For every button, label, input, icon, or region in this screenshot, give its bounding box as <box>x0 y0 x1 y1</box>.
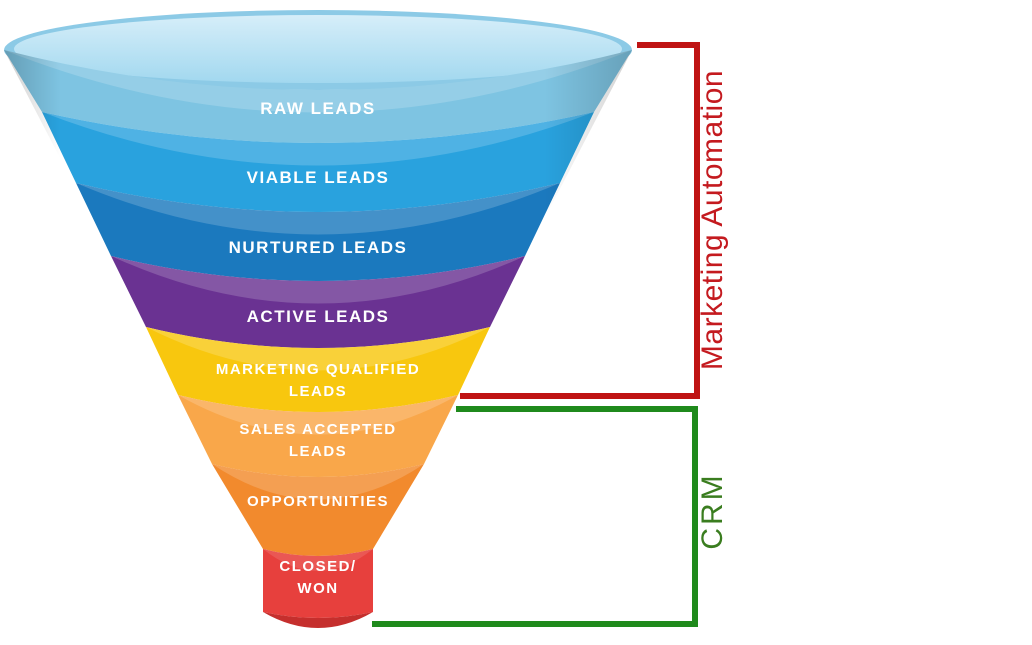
funnel-label-closed-won-line1: CLOSED/ <box>279 558 356 575</box>
funnel-label-viable-leads: VIABLE LEADS <box>247 168 390 187</box>
funnel-label-closed-won-line2: WON <box>297 580 338 597</box>
funnel-label-nurtured-leads: NURTURED LEADS <box>229 238 408 257</box>
crm-bracket <box>372 406 698 627</box>
marketing-automation-label: Marketing Automation <box>696 70 729 370</box>
funnel-label-opportunities: OPPORTUNITIES <box>247 493 389 510</box>
funnel-label-sales-accepted-leads-line1: SALES ACCEPTED <box>239 421 396 438</box>
crm-label: CRM <box>696 472 729 549</box>
funnel-label-raw-leads: RAW LEADS <box>260 99 376 118</box>
marketing-automation-bracket <box>460 42 700 399</box>
funnel-label-sales-accepted-leads-line2: LEADS <box>289 443 347 460</box>
funnel-label-marketing-qualified-leads-line1: MARKETING QUALIFIED <box>216 361 420 378</box>
funnel-side-shading <box>4 50 632 628</box>
funnel-label-active-leads: ACTIVE LEADS <box>247 307 390 326</box>
funnel-rim-surface <box>14 15 622 83</box>
funnel-label-marketing-qualified-leads-line2: LEADS <box>289 383 347 400</box>
